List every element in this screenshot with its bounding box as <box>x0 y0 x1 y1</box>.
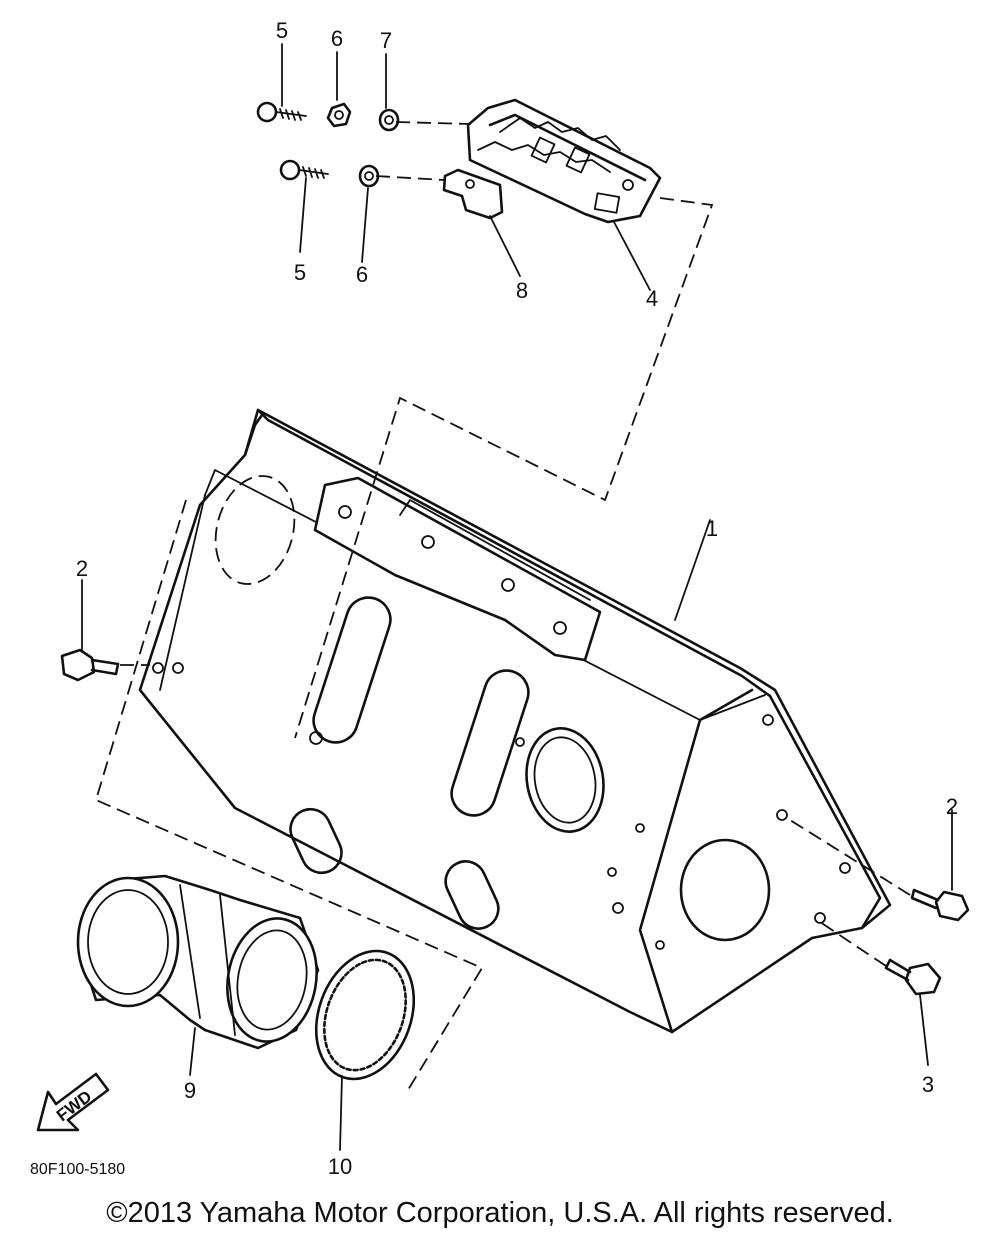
callout-6-lower: 6 <box>356 262 368 287</box>
part-2-bolt-right <box>910 888 970 922</box>
drawing-code: 80F100-5180 <box>30 1161 125 1178</box>
assembly-lines <box>94 121 911 1091</box>
part-3-bolt <box>884 958 942 996</box>
callout-5-lower: 5 <box>294 260 306 285</box>
part-7-washer <box>378 108 400 132</box>
part-8-clip <box>442 168 504 220</box>
part-4-clip-block <box>466 98 662 224</box>
callout-10: 10 <box>328 1154 352 1179</box>
callout-9: 9 <box>184 1078 196 1103</box>
callout-7: 7 <box>380 28 392 53</box>
leader-lines <box>81 43 953 1151</box>
fwd-arrow-icon: FWD <box>36 1072 110 1132</box>
callout-8: 8 <box>516 278 528 303</box>
part-2-bolt-left <box>60 648 120 682</box>
part-6-nut-upper <box>326 102 352 128</box>
callout-1: 1 <box>706 516 718 541</box>
callout-3: 3 <box>922 1072 934 1097</box>
copyright-notice: ©2013 Yamaha Motor Corporation, U.S.A. A… <box>106 1197 894 1229</box>
callout-labels: 5 6 7 5 6 8 4 1 2 2 3 9 10 <box>76 18 958 1179</box>
callout-4: 4 <box>646 286 658 311</box>
part-6-washer-lower <box>358 164 380 188</box>
part-5-screw-lower <box>279 159 329 181</box>
part-1-air-box-plate <box>138 408 892 1034</box>
callout-2-right: 2 <box>946 794 958 819</box>
callout-2-left: 2 <box>76 556 88 581</box>
part-10-gasket <box>314 949 416 1081</box>
callout-6-upper: 6 <box>331 26 343 51</box>
part-9-intake-joint <box>76 874 320 1050</box>
part-5-screw-upper <box>256 101 307 123</box>
callout-5-upper: 5 <box>276 18 288 43</box>
